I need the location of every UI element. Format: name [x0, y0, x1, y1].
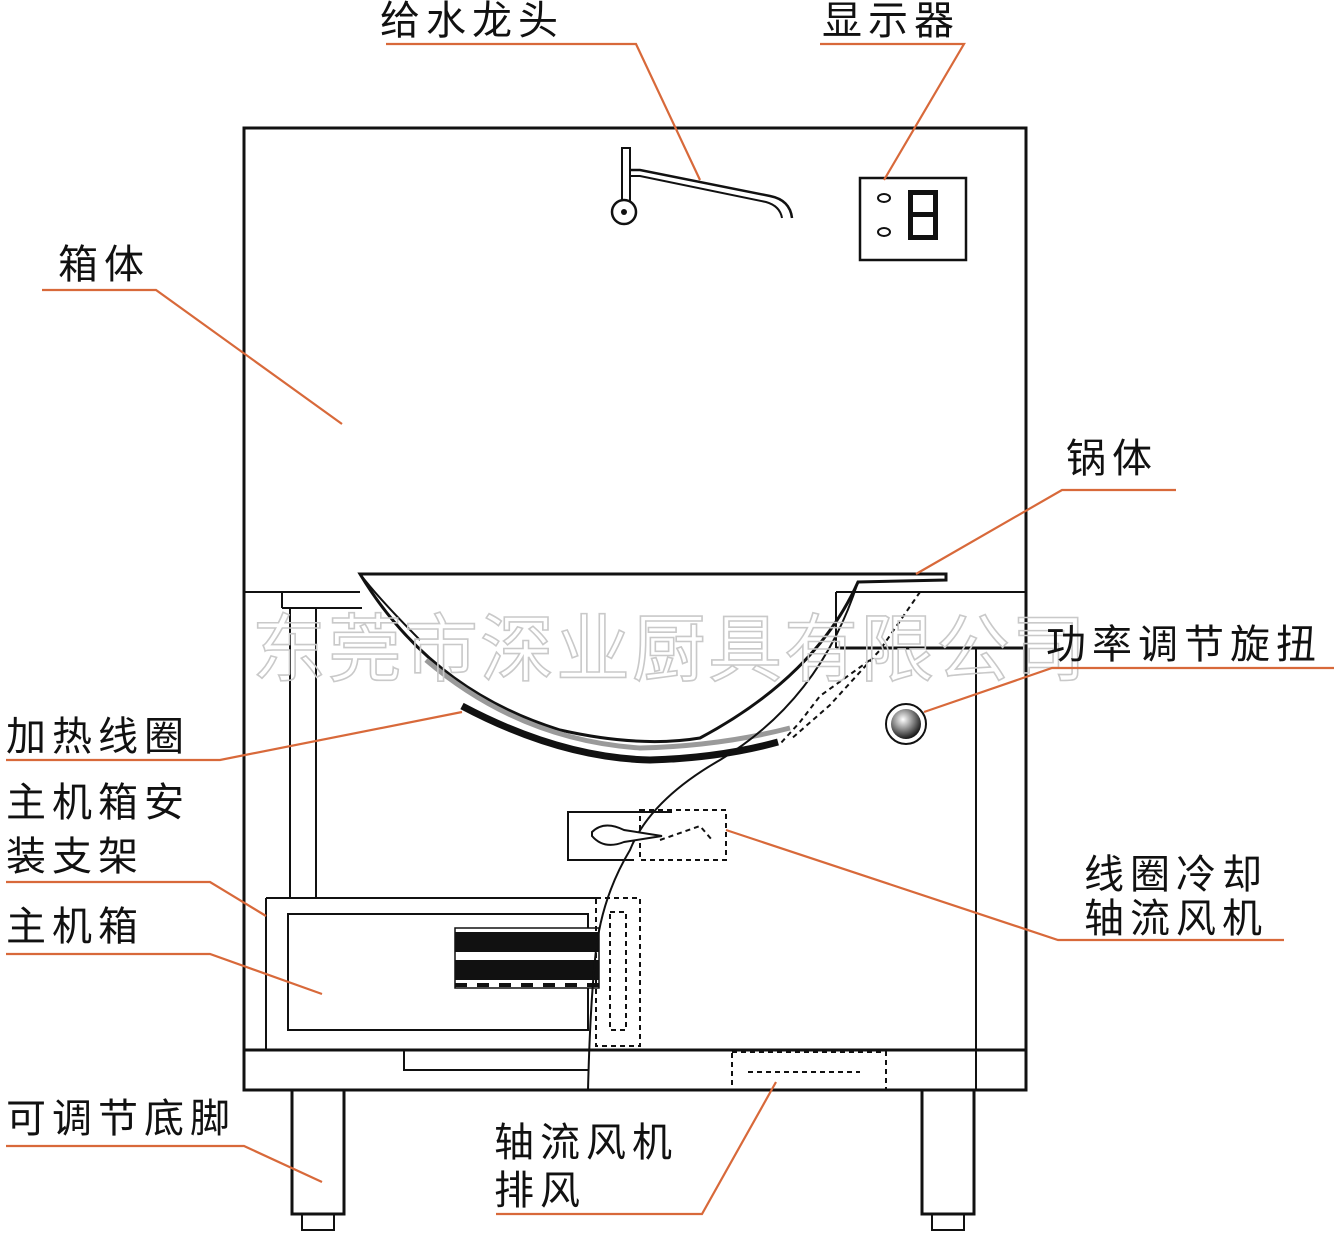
label-fan-1: 线圈冷却 [1084, 852, 1268, 898]
heating-coil [460, 702, 779, 764]
label-feet: 可调节底脚 [6, 1096, 236, 1142]
cooling-fan [567, 811, 672, 861]
label-display: 显示器 [822, 0, 960, 44]
label-bracket-2: 装支架 [6, 834, 144, 880]
legs [290, 1088, 976, 1231]
label-cabinet: 箱体 [58, 242, 150, 288]
label-exhaust-1: 轴流风机 [494, 1120, 678, 1166]
watermark: 东莞市深业厨具有限公司 [252, 607, 1088, 693]
pot-body [357, 572, 948, 764]
label-bracket-1: 主机箱安 [6, 780, 190, 826]
label-fan-2: 轴流风机 [1084, 896, 1268, 942]
power-knob [885, 703, 927, 745]
main-box [287, 913, 600, 1031]
labels: 给水龙头 显示器 箱体 锅体 功率调节旋扭 加热线圈 主机箱安 装支架 主机箱 … [6, 0, 1322, 1214]
cabinet-body [242, 126, 1028, 1092]
label-knob: 功率调节旋扭 [1046, 622, 1322, 668]
label-pot: 锅体 [1066, 436, 1158, 482]
label-exhaust-2: 排风 [494, 1168, 586, 1214]
label-coil: 加热线圈 [6, 714, 190, 760]
leader-lines [6, 42, 1334, 1216]
display-panel [858, 176, 968, 262]
label-mainbox: 主机箱 [6, 904, 144, 950]
label-faucet: 给水龙头 [380, 0, 564, 44]
faucet [610, 147, 794, 226]
